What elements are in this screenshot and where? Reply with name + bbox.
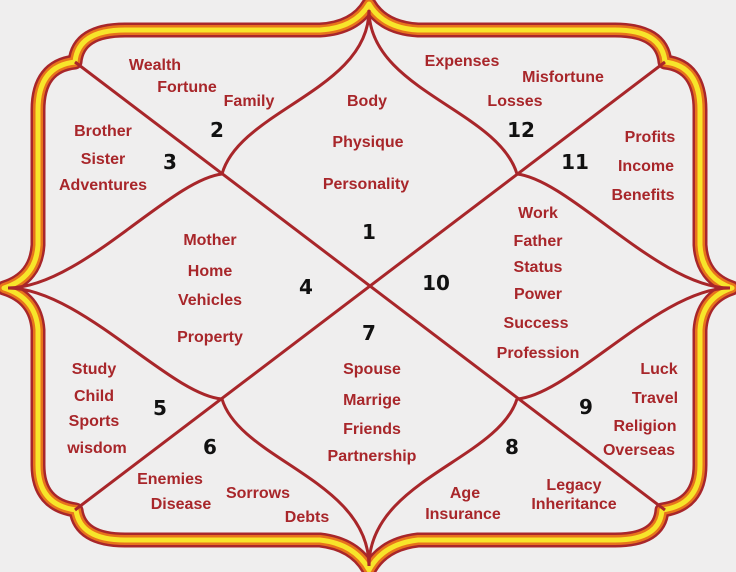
house-label: Study	[72, 361, 117, 378]
house-label: Physique	[332, 134, 403, 151]
diagonal-line	[74, 60, 666, 512]
house-number: 4	[299, 275, 313, 299]
curve-line	[220, 398, 371, 567]
house-label: Sorrows	[226, 485, 290, 502]
house-label: Profits	[625, 129, 676, 146]
house-label: Father	[514, 233, 563, 250]
division-lines	[7, 9, 731, 567]
house-label: Family	[224, 93, 275, 110]
curve-line	[516, 172, 731, 290]
house-number: 2	[210, 118, 224, 142]
house-label: Inheritance	[531, 496, 616, 513]
curve-line	[367, 9, 519, 175]
house-label: Sports	[69, 413, 120, 430]
house-label: Fortune	[157, 79, 217, 96]
curve-line	[367, 398, 519, 567]
curve-line	[516, 286, 731, 401]
house-label: Work	[518, 205, 558, 222]
house-number: 6	[203, 435, 217, 459]
house-number: 1	[362, 220, 376, 244]
house-number: 7	[362, 321, 376, 345]
house-label: Sister	[81, 151, 125, 168]
house-number: 3	[163, 150, 177, 174]
curve-line	[220, 9, 371, 175]
house-label: Benefits	[611, 187, 674, 204]
house-number: 11	[561, 150, 589, 174]
house-label: Religion	[613, 418, 676, 435]
house-label: Legacy	[546, 477, 601, 494]
house-label: Disease	[151, 496, 212, 513]
house-label: Brother	[74, 123, 132, 140]
curve-line	[7, 172, 223, 290]
house-label: Spouse	[343, 361, 401, 378]
house-label: Debts	[285, 509, 330, 526]
house-label: Wealth	[129, 57, 181, 74]
house-number: 10	[422, 271, 450, 295]
house-label: Property	[177, 329, 243, 346]
house-label: Power	[514, 286, 562, 303]
house-label: Adventures	[59, 177, 147, 194]
house-label: Vehicles	[178, 292, 242, 309]
house-label: Marrige	[343, 392, 401, 409]
house-label: Enemies	[137, 471, 203, 488]
house-label: Body	[347, 93, 387, 110]
house-number: 9	[579, 395, 593, 419]
house-label: Expenses	[425, 53, 500, 70]
house-number: 5	[153, 396, 167, 420]
house-number: 8	[505, 435, 519, 459]
curve-line	[7, 286, 223, 401]
house-label: Child	[74, 388, 114, 405]
house-label: Income	[618, 158, 674, 175]
house-label: Travel	[632, 390, 678, 407]
house-number: 12	[507, 118, 535, 142]
house-label: Personality	[323, 176, 409, 193]
house-label: Luck	[640, 361, 677, 378]
house-label: Insurance	[425, 506, 501, 523]
house-label: Misfortune	[522, 69, 604, 86]
house-label: Success	[504, 315, 569, 332]
house-label: Profession	[497, 345, 580, 362]
house-label: Mother	[183, 232, 236, 249]
house-label: Overseas	[603, 442, 675, 459]
house-label: Partnership	[328, 448, 417, 465]
house-label: Losses	[487, 93, 542, 110]
house-label: Home	[188, 263, 233, 280]
house-label: wisdom	[66, 440, 127, 457]
house-label: Status	[514, 259, 563, 276]
house-label: Age	[450, 485, 480, 502]
house-label: Friends	[343, 421, 401, 438]
